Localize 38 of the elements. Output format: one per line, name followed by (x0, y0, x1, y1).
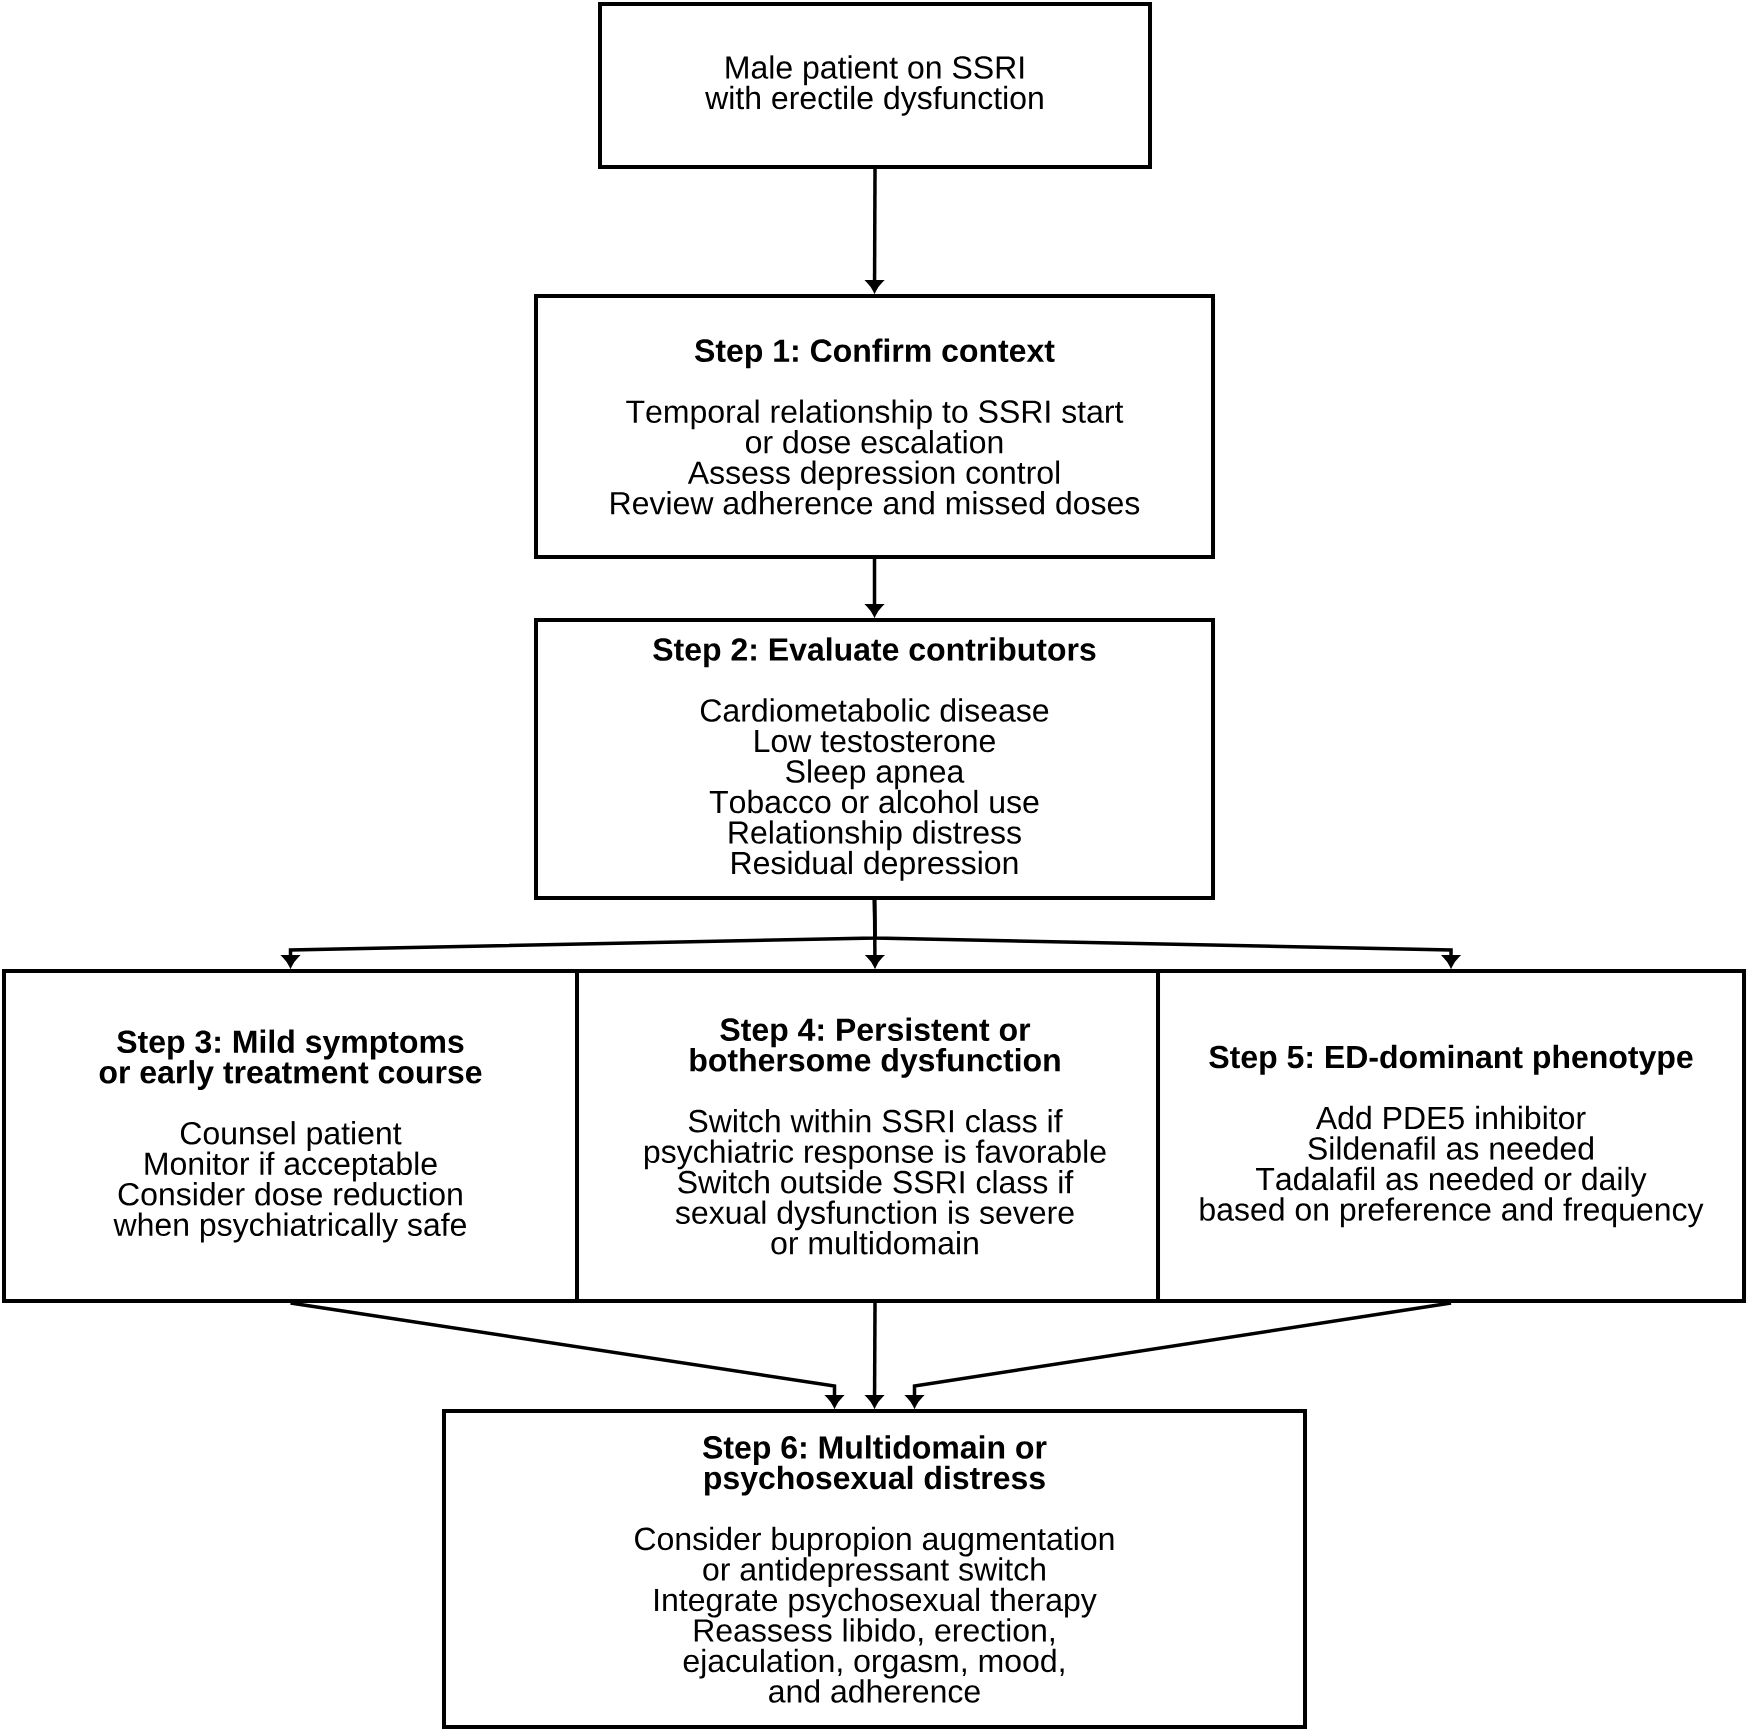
box-text: Male patient on SSRI with erectile dysfunction (705, 55, 1043, 116)
arrow (872, 900, 1460, 968)
arrow (906, 1301, 1452, 1408)
process-box (534, 618, 1215, 900)
step-text: Add PDE5 inhibitor (1315, 1105, 1586, 1130)
arrow (866, 169, 883, 293)
process-box (598, 2, 1152, 169)
step-text: Reassess libido, erection, ejaculation, orgasm, mood, and adherence (683, 1618, 1064, 1703)
process-box (534, 294, 1215, 559)
step-text: Tadalafil as needed or daily based on preference and frequency (1200, 1166, 1704, 1228)
step-text: Cardiometabolic disease (700, 698, 1049, 722)
step-text: Sleep apnea (786, 759, 965, 790)
process-box (442, 1409, 1307, 1729)
step-text: Consider dose reduction when psychiatrically safe (113, 1182, 466, 1243)
arrow (290, 1301, 843, 1408)
step-text: Switch within SSRI class if psychiatric response is favorable (644, 1109, 1106, 1170)
step-heading: Step 4: Persistent or bothersome dysfunction (690, 1017, 1060, 1078)
step-heading: Step 2: Evaluate contributors (653, 637, 1096, 668)
step-text: Residual depression (732, 850, 1018, 881)
step-text: Tobacco or alcohol use (709, 789, 1039, 814)
step-text: Temporal relationship to SSRI start or dose escalation (626, 399, 1124, 454)
step-heading: Step 5: ED-dominant phenotype (1209, 1044, 1693, 1075)
step-text: Relationship distress (729, 820, 1021, 851)
step-text: Integrate psychosexual therapy (655, 1587, 1097, 1618)
step-heading: Step 3: Mild symptoms or early treatment course (99, 1029, 482, 1090)
step-heading: Step 6: Multidomain or psychosexual distress (702, 1435, 1047, 1496)
arrow (866, 1303, 883, 1408)
step-text: Counsel patient (180, 1121, 402, 1151)
step-text: Switch outside SSRI class if sexual dysfunction is severe or multidomain (675, 1170, 1074, 1255)
step-text: Assess depression control (687, 460, 1060, 491)
step-heading: Step 1: Confirm context (694, 338, 1055, 369)
step-text: Review adherence and missed doses (611, 491, 1140, 515)
step-text: Consider bupropion augmentation or antidepressant switch (635, 1526, 1114, 1588)
step-text: Monitor if acceptable (145, 1151, 437, 1182)
step-text: Low testosterone (755, 730, 995, 753)
process-box (1156, 969, 1746, 1303)
arrow (866, 559, 883, 617)
step-text: Sildenafil as needed (1308, 1136, 1593, 1160)
